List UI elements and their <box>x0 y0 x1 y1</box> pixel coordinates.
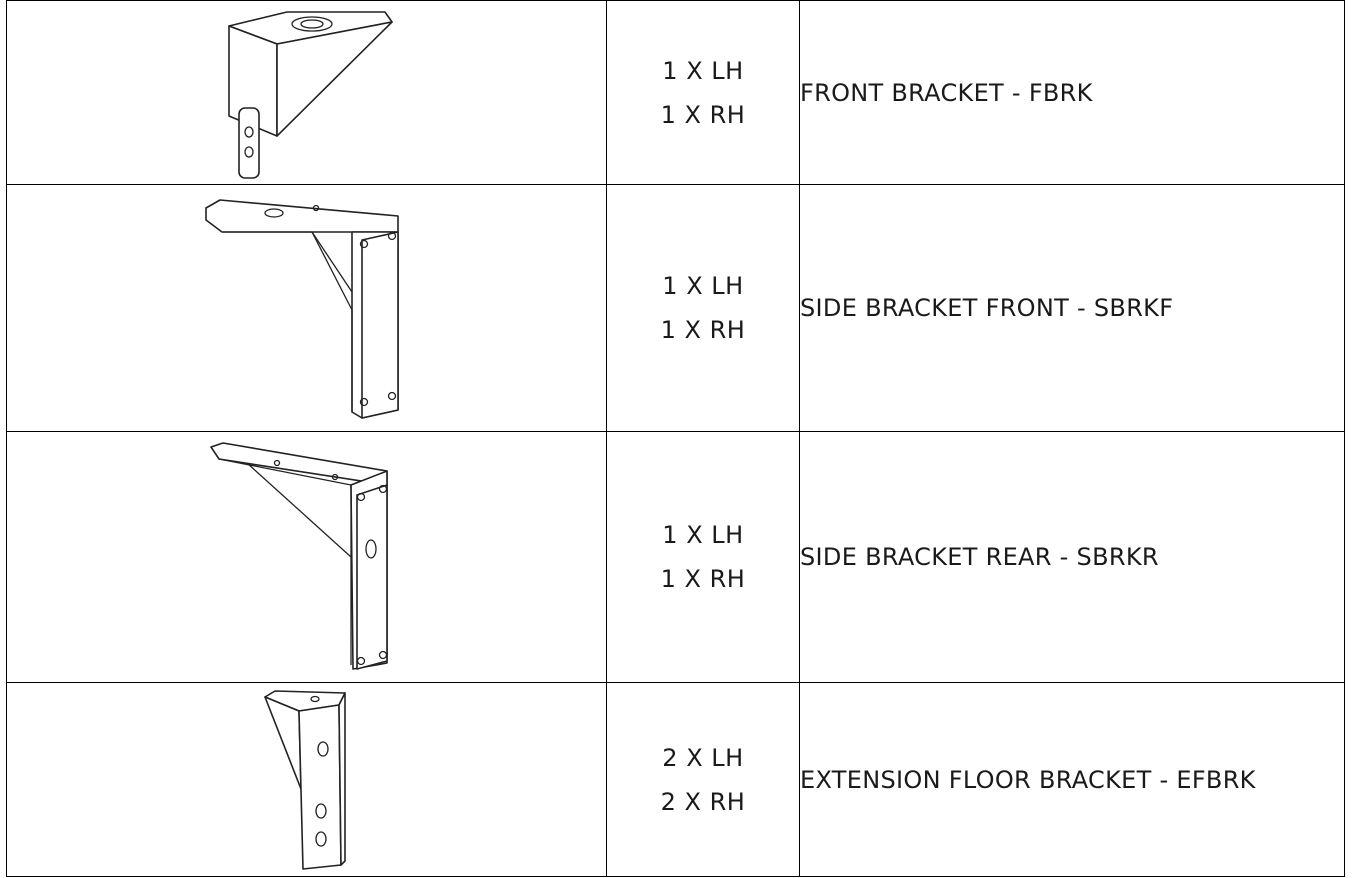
side-bracket-rear-icon <box>209 442 388 670</box>
image-cell <box>6 184 607 432</box>
quantity-cell: 2 X LH 2 X RH <box>606 682 800 877</box>
extension-floor-bracket-icon <box>263 689 346 870</box>
side-bracket-front-icon <box>204 199 399 419</box>
qty-right: 1 X RH <box>660 565 746 593</box>
quantity-cell: 1 X LH 1 X RH <box>606 0 800 185</box>
qty-left: 1 X LH <box>662 56 744 85</box>
qty-right: 1 X RH <box>660 100 746 129</box>
front-bracket-icon <box>227 10 393 179</box>
part-name: SIDE BRACKET REAR - SBRKR <box>799 431 1345 683</box>
image-cell <box>6 0 607 185</box>
qty-right: 1 X RH <box>660 316 746 344</box>
table-row: 1 X LH 1 X RH SIDE BRACKET REAR - SBRKR <box>6 431 1345 683</box>
part-name: SIDE BRACKET FRONT - SBRKF <box>799 184 1345 432</box>
qty-left: 1 X LH <box>662 272 744 300</box>
quantity-cell: 1 X LH 1 X RH <box>606 431 800 683</box>
quantity-cell: 1 X LH 1 X RH <box>606 184 800 432</box>
table-row: 1 X LH 1 X RH SIDE BRACKET FRONT - SBRKF <box>6 184 1345 432</box>
part-name: FRONT BRACKET - FBRK <box>799 0 1345 185</box>
qty-left: 1 X LH <box>662 521 744 549</box>
part-name: EXTENSION FLOOR BRACKET - EFBRK <box>799 682 1345 877</box>
qty-left: 2 X LH <box>662 743 744 772</box>
image-cell <box>6 431 607 683</box>
table-row: 2 X LH 2 X RH EXTENSION FLOOR BRACKET - … <box>6 682 1345 877</box>
parts-table: 1 X LH 1 X RH FRONT BRACKET - FBRK 1 X L… <box>6 0 1345 877</box>
qty-right: 2 X RH <box>660 787 746 816</box>
table-row: 1 X LH 1 X RH FRONT BRACKET - FBRK <box>6 0 1345 185</box>
image-cell <box>6 682 607 877</box>
